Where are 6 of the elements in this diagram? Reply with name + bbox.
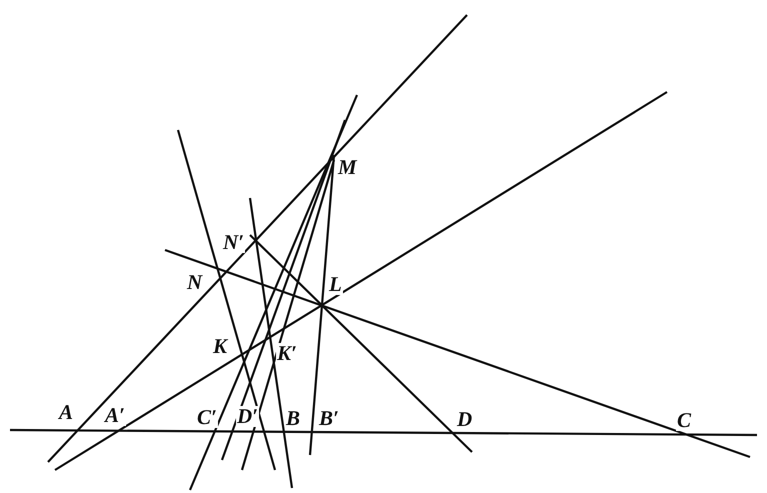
point-label: L	[328, 274, 343, 295]
point-label: C	[676, 410, 692, 431]
point-label: A′	[104, 405, 126, 426]
point-label: N′	[222, 232, 246, 253]
point-label: D′	[236, 406, 260, 427]
point-label: C′	[196, 407, 218, 428]
